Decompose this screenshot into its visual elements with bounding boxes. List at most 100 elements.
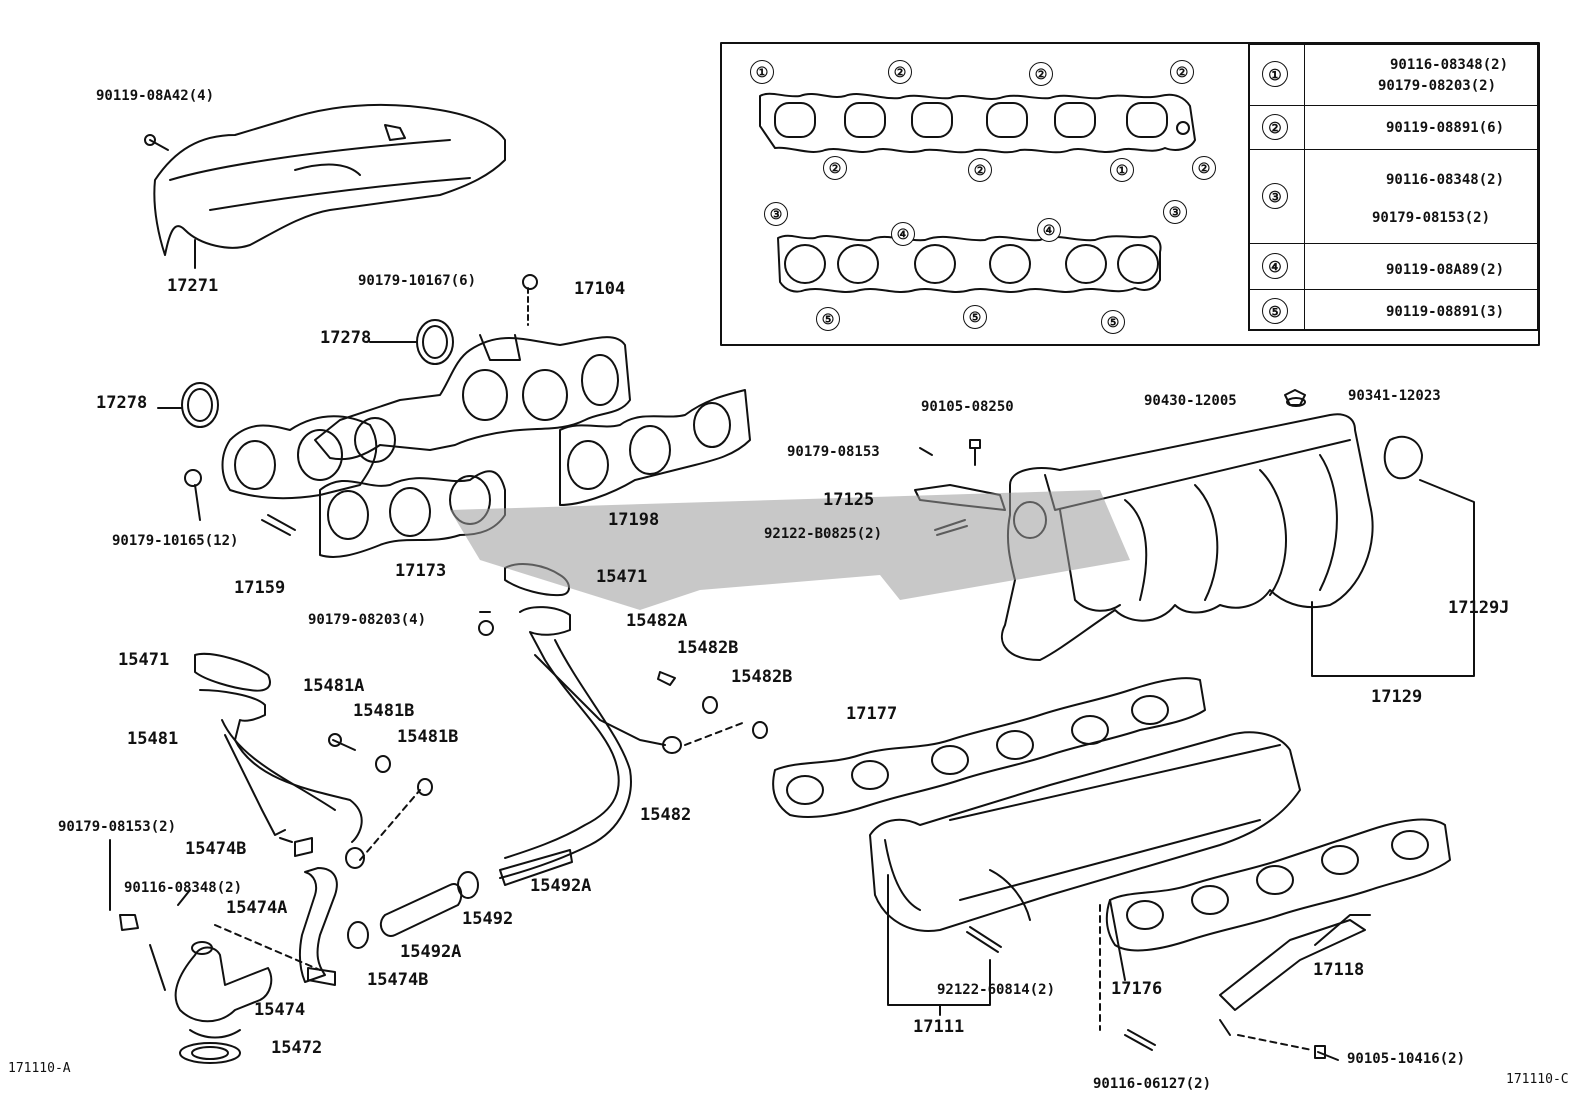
bolt-90105-10416 [1314, 1045, 1339, 1061]
nut-90179-10167 [522, 274, 538, 290]
label-17129J: 17129J [1448, 598, 1510, 618]
pipe-15481 [199, 689, 363, 843]
legend-key-5: ⑤ [1262, 298, 1288, 324]
gasket-diagram-upper [759, 92, 1196, 154]
label-90116-08348-left: 90116-08348(2) [124, 880, 243, 896]
legend-key-2: ② [1262, 114, 1288, 140]
nut-90179-10165 [184, 469, 202, 487]
label-15474: 15474 [254, 1000, 306, 1020]
gasket-17198 [559, 389, 751, 506]
label-90341-12023: 90341-12023 [1348, 388, 1441, 404]
stud-92122-60814 [966, 926, 1002, 953]
watermark-graphic [450, 490, 1130, 610]
label-15492A-b: 15492A [400, 942, 462, 962]
label-15474B-a: 15474B [185, 839, 247, 859]
legend-part: 90116-08348(2) [1390, 57, 1509, 73]
hose-15492 [379, 883, 463, 937]
stay-17118 [1219, 919, 1366, 1011]
label-15492A-a: 15492A [530, 876, 592, 896]
legend-row-3: ③ 90116-08348(2) 90179-08153(2) [1250, 149, 1537, 243]
label-17271: 17271 [167, 276, 219, 296]
label-90179-10165: 90179-10165(12) [112, 533, 239, 549]
diagram-code-right: 171110-C [1506, 1072, 1569, 1087]
fastener-legend-table: ① 90116-08348(2) 90179-08203(2) ② 90119-… [1248, 43, 1539, 331]
label-15482: 15482 [640, 805, 692, 825]
legend-part: 90179-08203(2) [1378, 78, 1497, 94]
legend-part: 90119-08891(6) [1386, 120, 1505, 136]
label-15482A: 15482A [626, 611, 688, 631]
heat-insulator-17271 [153, 103, 506, 256]
gasket-17176 [1105, 818, 1451, 952]
gasket-15481B-a [375, 755, 391, 773]
label-90430-12005: 90430-12005 [1144, 393, 1237, 409]
legend-row-1: ① 90116-08348(2) 90179-08203(2) [1250, 45, 1537, 105]
label-90105-08250: 90105-08250 [921, 399, 1014, 415]
gasket-key-tb-3: ① [1110, 158, 1134, 182]
diagram-code-left: 171110-A [8, 1061, 71, 1076]
gasket-15472 [179, 1042, 241, 1064]
gasket-key-lb-1: ⑤ [816, 307, 840, 331]
label-92122-B0825: 92122-B0825(2) [764, 526, 883, 542]
label-17198: 17198 [608, 510, 660, 530]
gasket-17173 [319, 470, 506, 558]
gasket-key-top-3: ② [1029, 62, 1053, 86]
nut-90179-08153-left [119, 914, 139, 931]
legend-part: 90116-08348(2) [1386, 172, 1505, 188]
gasket-17177 [772, 677, 1206, 818]
label-90179-08203: 90179-08203(4) [308, 612, 427, 628]
label-90179-08153-right: 90179-08153 [787, 444, 880, 460]
exhaust-manifold-17104 [314, 336, 631, 461]
gasket-15481B-b [417, 778, 433, 796]
gasket-key-box [720, 42, 1540, 346]
label-17111: 17111 [913, 1017, 965, 1037]
gasket-key-lt-4: ③ [1163, 200, 1187, 224]
legend-part: 90119-08891(3) [1386, 304, 1505, 320]
gasket-key-lt-3: ④ [1037, 218, 1061, 242]
label-17118: 17118 [1313, 960, 1365, 980]
label-17159: 17159 [234, 578, 286, 598]
gasket-key-lb-3: ⑤ [1101, 310, 1125, 334]
label-90116-06127: 90116-06127(2) [1093, 1076, 1212, 1092]
clamp-15474B-b [307, 967, 336, 986]
label-17176: 17176 [1111, 979, 1163, 999]
stud-90116-06127 [1124, 1029, 1156, 1051]
label-17278-a: 17278 [320, 328, 372, 348]
legend-part: 90179-08153(2) [1372, 210, 1491, 226]
label-17129: 17129 [1371, 687, 1423, 707]
gasket-key-tb-4: ② [1192, 156, 1216, 180]
legend-part: 90119-08A89(2) [1386, 262, 1505, 278]
label-90179-08153-left: 90179-08153(2) [58, 819, 177, 835]
gasket-17129J [1383, 435, 1423, 480]
gasket-key-tb-2: ② [968, 158, 992, 182]
gasket-key-lt-1: ③ [764, 202, 788, 226]
label-15471-a: 15471 [596, 567, 648, 587]
clamp-15474B-a [294, 837, 313, 857]
tube-15482 [504, 606, 620, 859]
legend-row-5: ⑤ 90119-08891(3) [1250, 289, 1537, 333]
gasket-ports-lower [784, 244, 1159, 284]
legend-key-1: ① [1262, 61, 1288, 87]
label-17125: 17125 [823, 490, 875, 510]
label-17104: 17104 [574, 279, 626, 299]
bolt-90119-08A42 [144, 134, 156, 146]
label-15481: 15481 [127, 729, 179, 749]
hose-15474A [298, 867, 338, 983]
gasket-key-top-1: ① [750, 60, 774, 84]
legend-row-2: ② 90119-08891(6) [1250, 105, 1537, 149]
label-17177: 17177 [846, 704, 898, 724]
gasket-key-top-4: ② [1170, 60, 1194, 84]
bolt-15481A [332, 739, 356, 751]
label-92122-60814: 92122-60814(2) [937, 982, 1056, 998]
nut-90179-08203 [478, 620, 494, 636]
gasket-diagram-lower [777, 234, 1162, 293]
label-15474A: 15474A [226, 898, 288, 918]
label-90179-10167: 90179-10167(6) [358, 273, 477, 289]
gasket-key-lt-2: ④ [891, 222, 915, 246]
legend-key-4: ④ [1262, 253, 1288, 279]
stud-90116-08348 [149, 944, 166, 991]
gasket-key-top-2: ② [888, 60, 912, 84]
stud-17159 [261, 514, 296, 536]
label-17173: 17173 [395, 561, 447, 581]
intake-manifold-17129 [1000, 413, 1374, 661]
